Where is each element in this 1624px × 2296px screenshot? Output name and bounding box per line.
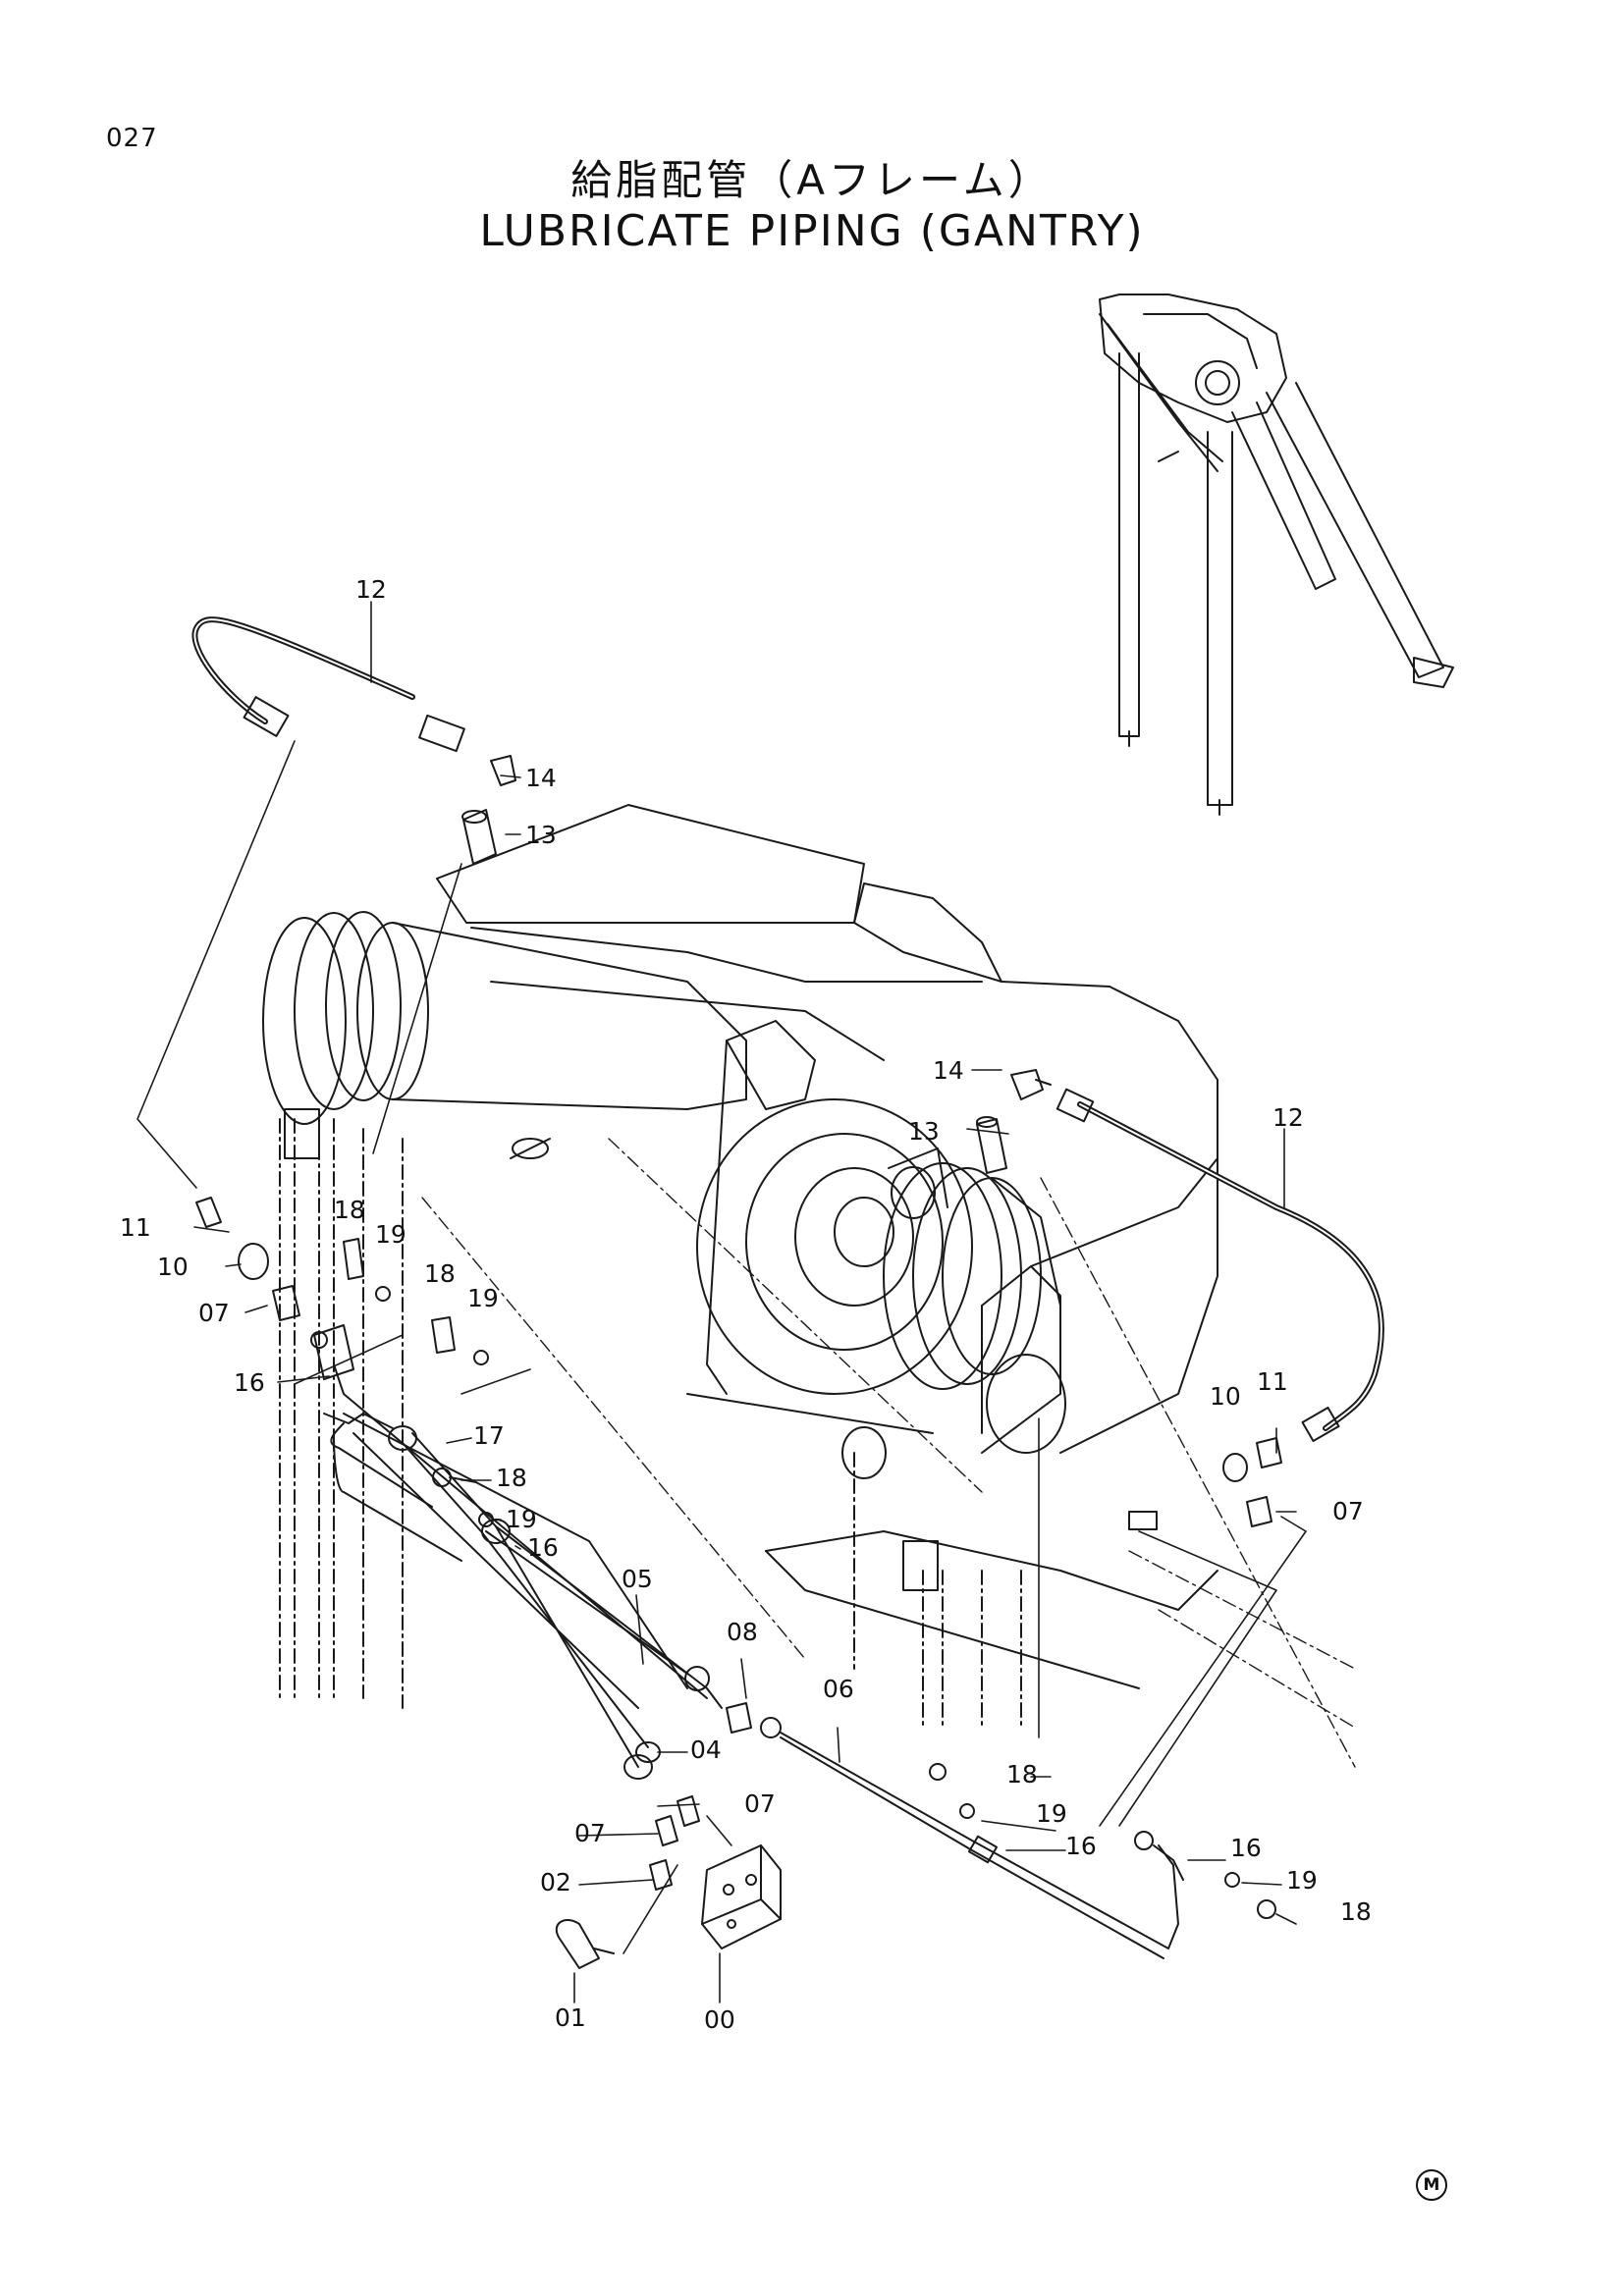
- lower-right-fittings: [1134, 1831, 1276, 1919]
- fitting-14-right: [1010, 1069, 1052, 1100]
- callout-18-b: 18: [424, 1259, 456, 1288]
- callout-12-right: 12: [1272, 1103, 1304, 1132]
- callout-16-d: 16: [1230, 1834, 1262, 1862]
- callout-01: 01: [555, 2003, 586, 2032]
- callout-13-upper: 13: [525, 821, 557, 849]
- callout-11-left: 11: [120, 1213, 151, 1242]
- callout-07-left: 07: [198, 1299, 230, 1327]
- callout-19-d: 19: [1036, 1799, 1067, 1828]
- callout-08: 08: [727, 1618, 758, 1646]
- frame-body: [436, 804, 1218, 1689]
- left-fittings: [195, 1197, 489, 1380]
- title-english: LUBRICATE PIPING (GANTRY): [479, 206, 1145, 256]
- leg-brackets: [284, 1108, 1158, 1591]
- callout-02: 02: [540, 1868, 571, 1896]
- callout-10-right: 10: [1210, 1382, 1241, 1411]
- distributor-block: [555, 1795, 782, 1969]
- fitting-13-upper: [461, 809, 497, 865]
- callout-14-right: 14: [933, 1056, 964, 1085]
- callout-16-left: 16: [234, 1368, 265, 1397]
- callout-06: 06: [823, 1675, 854, 1703]
- callout-10-left: 10: [157, 1253, 189, 1281]
- callout-11-right: 11: [1257, 1367, 1288, 1396]
- right-fittings: [1222, 1437, 1282, 1527]
- callout-18-e: 18: [1340, 1897, 1372, 1926]
- corner-mark: M: [1416, 2169, 1447, 2201]
- callout-16-c: 16: [1065, 1832, 1097, 1860]
- callout-17: 17: [473, 1421, 505, 1450]
- callout-07-left-block: 07: [574, 1819, 606, 1847]
- gantry-inset: [1099, 294, 1454, 816]
- callout-18-d: 18: [1006, 1760, 1038, 1789]
- page-number: 027: [106, 124, 158, 153]
- pipe-06: [760, 1717, 1179, 1959]
- callout-19-a: 19: [375, 1220, 406, 1249]
- callout-04: 04: [690, 1735, 722, 1764]
- upper-hose-12-right: [1056, 1088, 1384, 1443]
- callout-12-left: 12: [355, 575, 387, 604]
- callout-18-c: 18: [496, 1464, 527, 1492]
- leader-lines: [136, 601, 1307, 2003]
- pipe-05-08: [485, 1530, 752, 1734]
- title-japanese: 給脂配管（Aフレーム）: [570, 156, 1054, 204]
- hidden-lines: [421, 1138, 1356, 1768]
- pipe-bundle: [323, 1363, 723, 1780]
- callout-00: 00: [704, 2005, 735, 2034]
- callout-19-e: 19: [1286, 1866, 1318, 1895]
- upper-hose-12-left: [191, 616, 516, 786]
- callout-07-right: 07: [1332, 1497, 1364, 1525]
- left-pin-boss: [262, 911, 747, 1159]
- callout-19-c: 19: [506, 1505, 537, 1533]
- fitting-13-right: [976, 1116, 1007, 1174]
- callout-07-right-block: 07: [744, 1789, 776, 1818]
- callout-05: 05: [622, 1565, 653, 1593]
- callout-16-mid: 16: [527, 1533, 559, 1562]
- callout-18-a: 18: [334, 1196, 365, 1224]
- callout-14-upper: 14: [525, 764, 557, 792]
- centre-pulley: [686, 1020, 1066, 1479]
- legs: [279, 1118, 1022, 1729]
- callout-13-right: 13: [908, 1117, 940, 1146]
- callout-19-b: 19: [467, 1284, 499, 1312]
